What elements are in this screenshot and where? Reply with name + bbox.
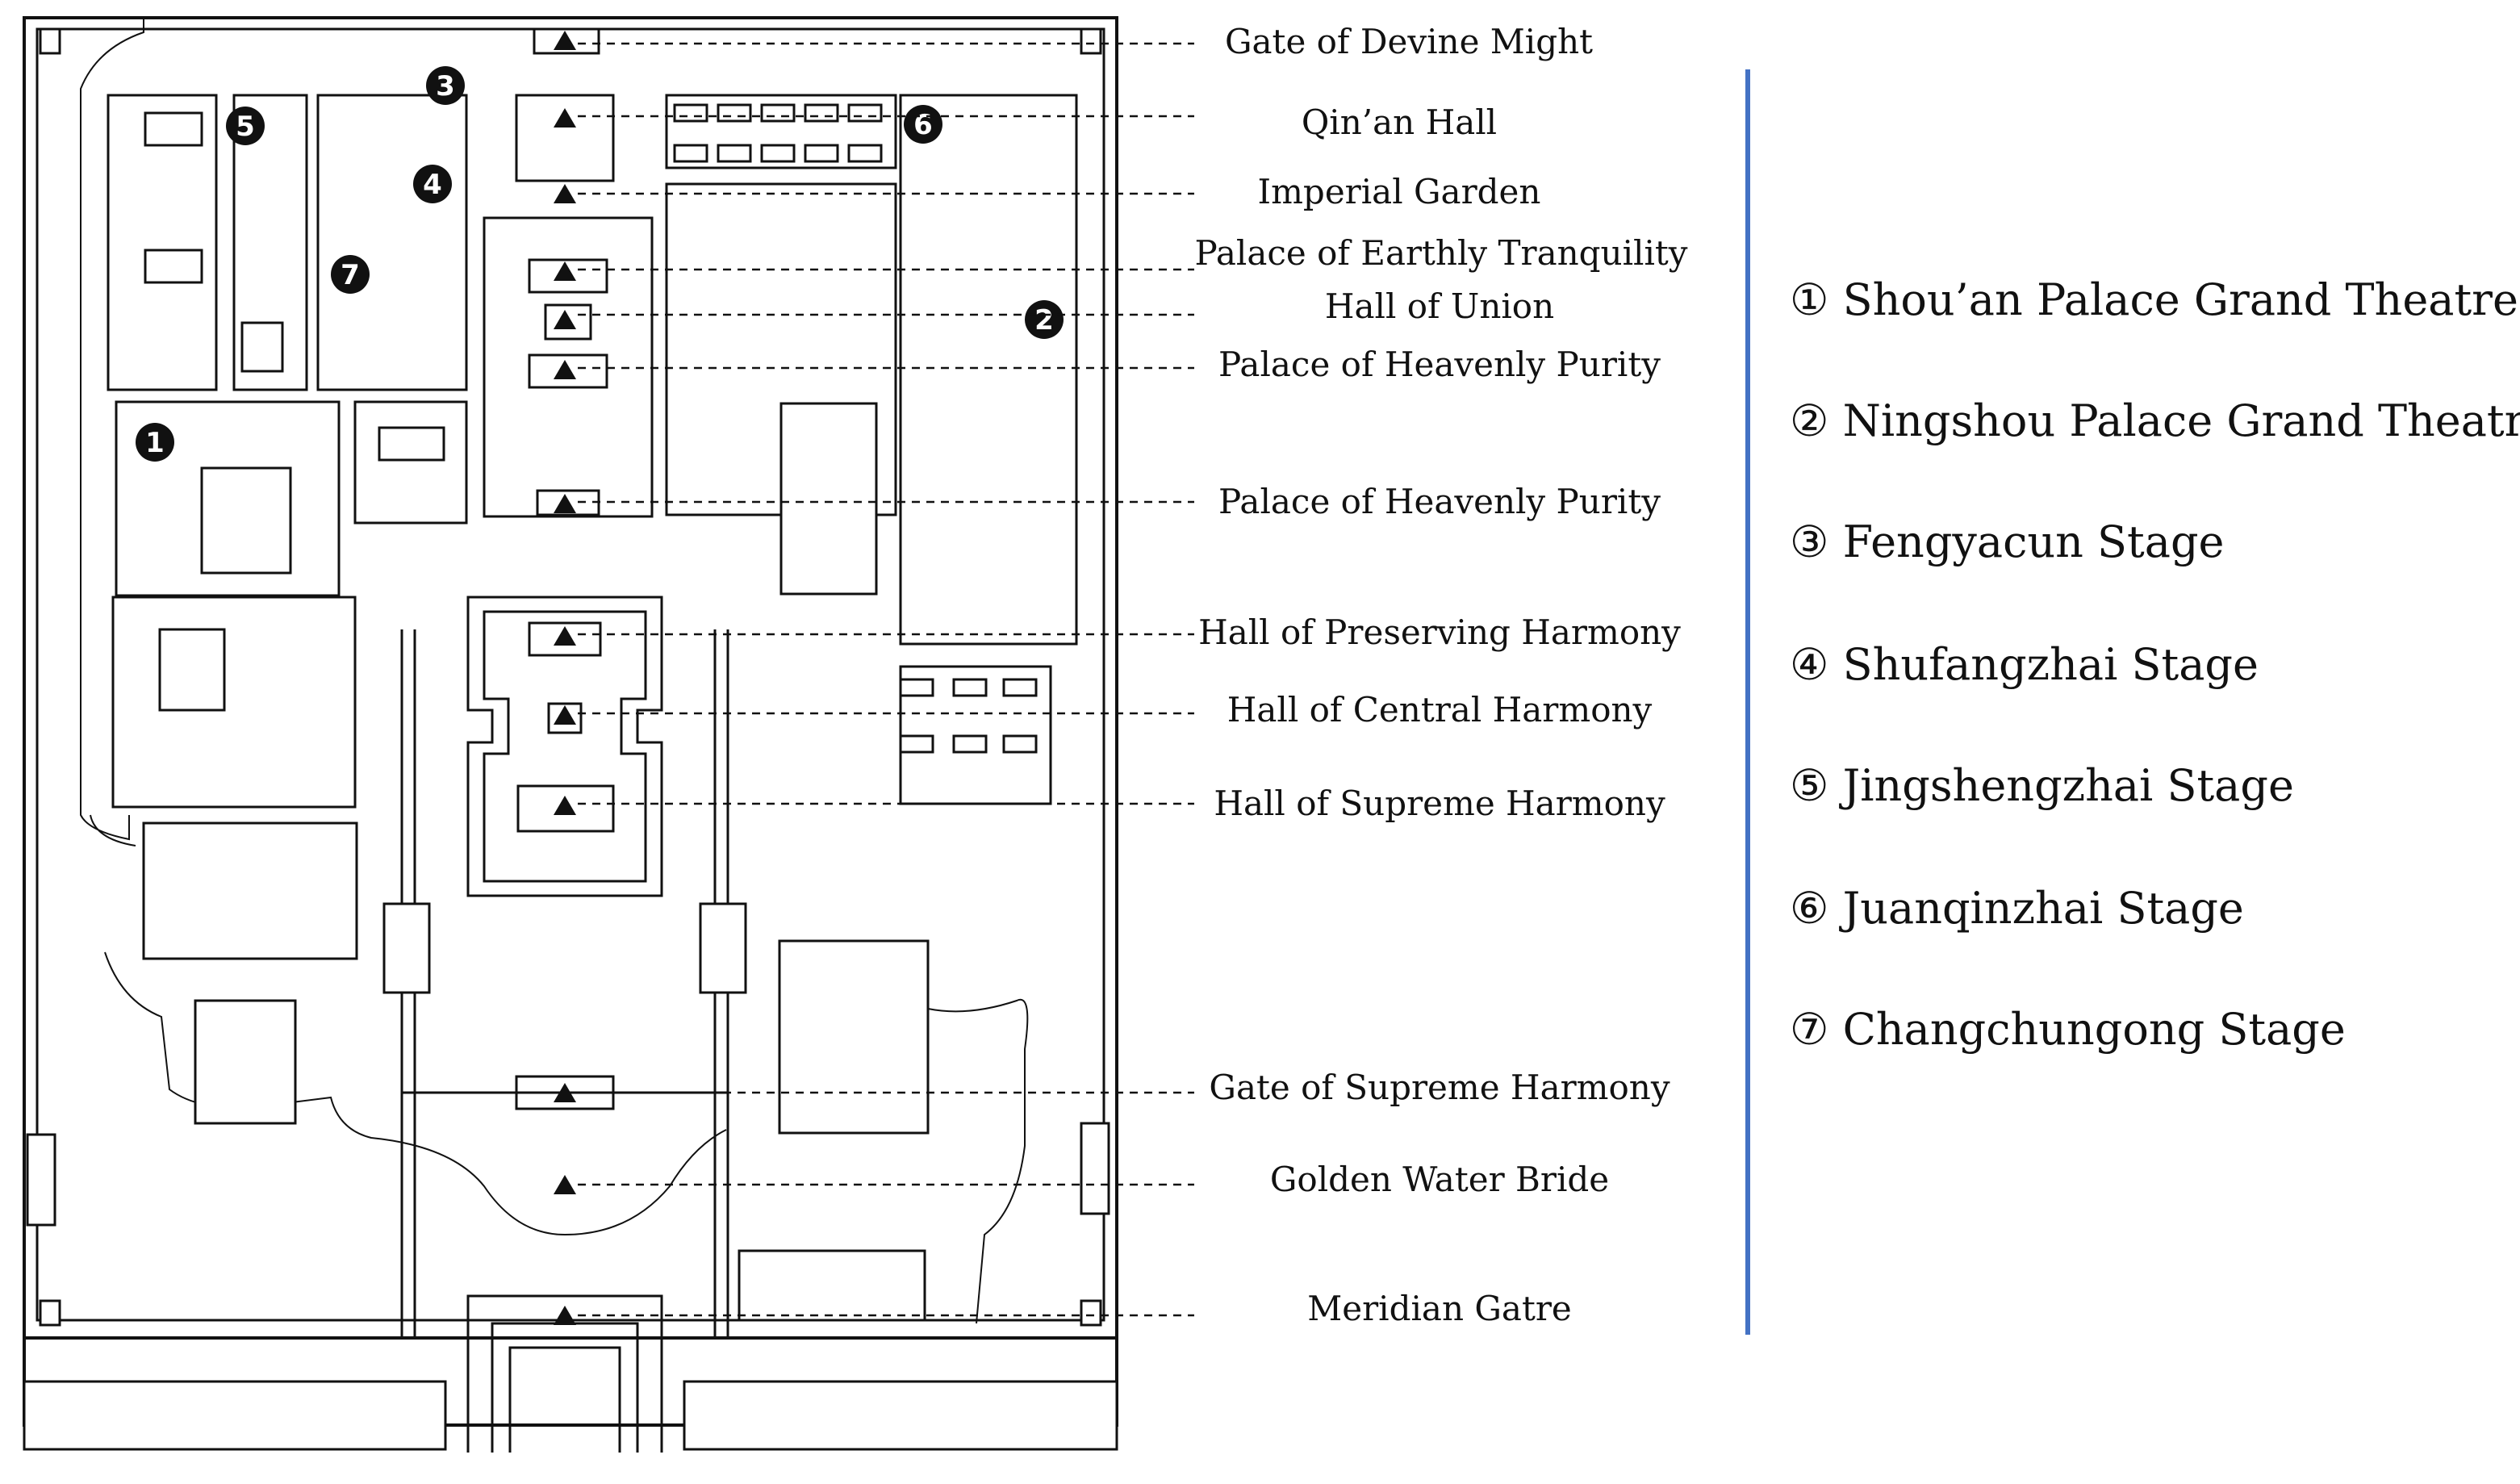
central-platform-inner bbox=[483, 610, 647, 883]
label-earthly-tranquility: Palace of Earthly Tranquility bbox=[1194, 233, 1687, 273]
stage-marker-7: 7 bbox=[331, 255, 370, 294]
legend-item-2: ② Ningshou Palace Grand Theatre bbox=[1790, 395, 2520, 446]
svg-text:5: 5 bbox=[236, 111, 255, 143]
legend-item-1: ① Shou’an Palace Grand Theatre bbox=[1790, 274, 2518, 325]
stage-marker-6: 6 bbox=[904, 105, 942, 144]
svg-text:1: 1 bbox=[145, 427, 165, 459]
qinan-hall-marker bbox=[554, 108, 576, 127]
golden-water-marker bbox=[554, 1175, 576, 1194]
stage-marker-5: 5 bbox=[226, 107, 265, 145]
landmark-labels: Gate of Devine Might Qin’an Hall Imperia… bbox=[1194, 22, 1687, 1328]
label-golden-water: Golden Water Bride bbox=[1270, 1160, 1609, 1199]
west-palace-block-8 bbox=[194, 999, 297, 1125]
gate-devine-might-marker bbox=[554, 31, 576, 50]
heavenly-purity-marker-1 bbox=[554, 360, 576, 379]
west-palace-block-2 bbox=[316, 94, 468, 391]
stage-markers: 1 2 3 4 5 6 7 bbox=[136, 66, 1064, 462]
central-platform bbox=[466, 596, 663, 897]
corner-tower-ne bbox=[1080, 27, 1102, 55]
south-block-east bbox=[683, 1380, 1118, 1451]
west-palace-block-5 bbox=[353, 400, 468, 525]
corner-tower-nw bbox=[39, 27, 61, 55]
stage-marker-2: 2 bbox=[1025, 300, 1064, 339]
west-inner-2 bbox=[144, 249, 203, 284]
west-inner-3 bbox=[240, 321, 284, 373]
central-harmony-marker bbox=[554, 705, 576, 725]
earthly-tranquility-marker bbox=[554, 261, 576, 281]
svg-text:7: 7 bbox=[341, 259, 360, 291]
heavenly-purity-marker-2 bbox=[554, 494, 576, 513]
label-meridian-gate: Meridian Gatre bbox=[1307, 1289, 1572, 1328]
imperial-garden-marker bbox=[554, 184, 576, 203]
west-inner-1 bbox=[144, 111, 203, 147]
label-supreme-gate: Gate of Supreme Harmony bbox=[1209, 1068, 1670, 1107]
west-gate-pavilion-1 bbox=[382, 902, 431, 994]
label-hall-of-union: Hall of Union bbox=[1325, 286, 1554, 326]
hall-of-union-marker bbox=[554, 310, 576, 329]
west-inner-6 bbox=[158, 628, 226, 712]
west-inner-5 bbox=[200, 466, 292, 575]
legend-item-4: ④ Shufangzhai Stage bbox=[1790, 639, 2259, 690]
legend-item-5: ⑤ Jingshengzhai Stage bbox=[1790, 760, 2294, 811]
legend-item-6: ⑥ Juanqinzhai Stage bbox=[1790, 883, 2244, 934]
west-palace-block-7 bbox=[142, 821, 358, 960]
qinan-hall-block bbox=[515, 94, 615, 182]
stage-marker-4: 4 bbox=[413, 165, 452, 203]
label-qinan-hall: Qin’an Hall bbox=[1302, 102, 1497, 142]
svg-text:6: 6 bbox=[913, 109, 933, 141]
label-imperial-garden: Imperial Garden bbox=[1258, 172, 1541, 211]
west-waterway bbox=[80, 18, 144, 847]
supreme-gate-marker bbox=[554, 1083, 576, 1102]
palace-plan bbox=[23, 16, 1118, 1453]
east-service-block bbox=[778, 939, 930, 1135]
landmark-markers bbox=[554, 31, 576, 1325]
east-canal bbox=[927, 998, 1029, 1324]
stage-marker-3: 3 bbox=[426, 66, 465, 105]
east-gate bbox=[1080, 1122, 1110, 1215]
legend-item-7: ⑦ Changchungong Stage bbox=[1790, 1004, 2346, 1055]
west-canal-south bbox=[104, 951, 727, 1236]
east-gate-pavilion-1 bbox=[699, 902, 747, 994]
corner-tower-se bbox=[1080, 1299, 1102, 1327]
west-gate bbox=[26, 1133, 56, 1227]
east-palace-block-3 bbox=[779, 402, 878, 596]
outer-wall bbox=[23, 16, 1118, 1427]
corner-tower-sw bbox=[39, 1299, 61, 1327]
legend-item-3: ③ Fengyacun Stage bbox=[1790, 516, 2224, 567]
label-heavenly-purity-1: Palace of Heavenly Purity bbox=[1218, 345, 1661, 384]
leader-lines bbox=[578, 42, 1194, 1317]
svg-text:3: 3 bbox=[436, 70, 455, 102]
label-supreme-harmony: Hall of Supreme Harmony bbox=[1214, 784, 1665, 823]
heavenly-palace-terrace bbox=[528, 353, 608, 389]
stage-legend: ① Shou’an Palace Grand Theatre ② Ningsho… bbox=[1790, 274, 2520, 1055]
west-palace-block-6 bbox=[111, 596, 357, 809]
stage-marker-1: 1 bbox=[136, 423, 174, 462]
south-block-west bbox=[23, 1380, 447, 1451]
supreme-harmony-marker bbox=[554, 796, 576, 815]
meridian-gate-marker bbox=[554, 1306, 576, 1325]
east-lower-block bbox=[738, 1249, 926, 1322]
west-inner-4 bbox=[378, 426, 445, 462]
label-preserving-harmony: Hall of Preserving Harmony bbox=[1198, 612, 1681, 652]
label-gate-devine-might: Gate of Devine Might bbox=[1225, 22, 1593, 61]
label-central-harmony: Hall of Central Harmony bbox=[1227, 690, 1653, 729]
ningshou-palace-block bbox=[899, 94, 1078, 646]
preserving-harmony-marker bbox=[554, 626, 576, 646]
svg-text:2: 2 bbox=[1034, 304, 1054, 337]
svg-text:4: 4 bbox=[423, 169, 442, 201]
label-heavenly-purity-2: Palace of Heavenly Purity bbox=[1218, 482, 1661, 521]
